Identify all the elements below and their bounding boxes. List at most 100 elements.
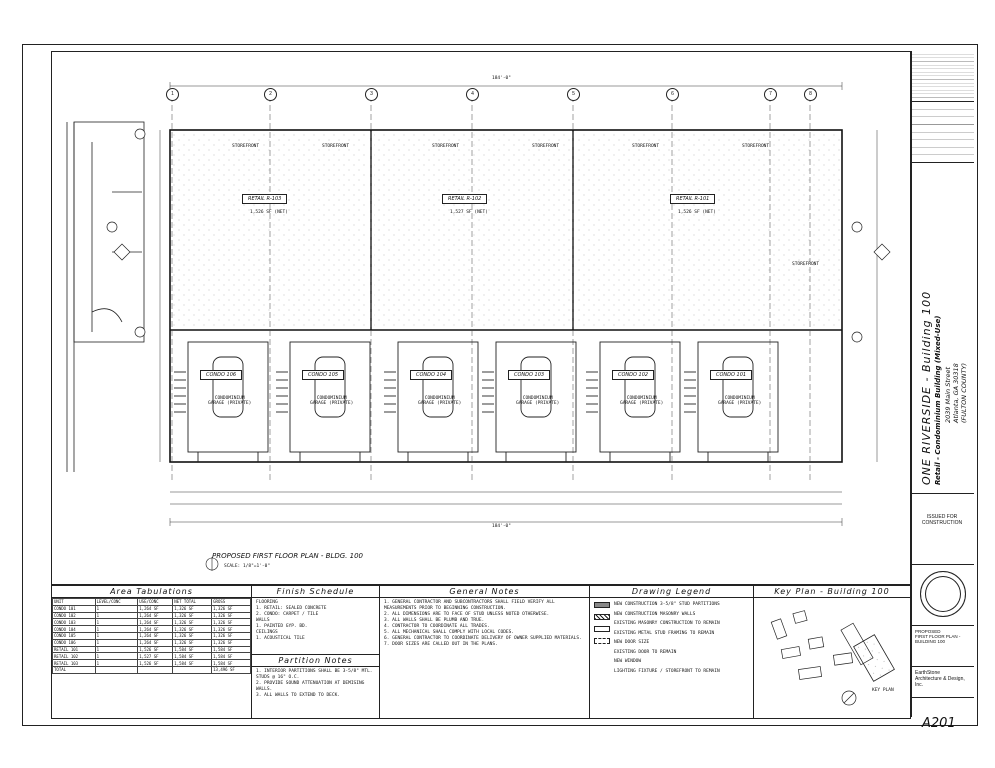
panel-title: Key Plan - Building 100 xyxy=(754,586,910,598)
table-cell: 1,264 SF xyxy=(137,631,174,640)
condo-unit-label: CONDO 106 xyxy=(200,370,243,380)
grid-bubble: 3 xyxy=(365,88,378,101)
plan-scale: SCALE: 1/8"=1'-0" xyxy=(224,564,271,569)
garage-label: CONDOMINIUM GARAGE (PRIVATE) xyxy=(310,396,354,406)
grid-bubble: 4 xyxy=(466,88,479,101)
sheet-title: PROPOSED FIRST FLOOR PLAN - BUILDING 100 xyxy=(915,629,961,644)
finish-text: FLOORING 1. RETAIL: SEALED CONCRETE 2. C… xyxy=(256,600,327,641)
table-cell: 1,326 SF xyxy=(172,618,213,627)
partition-text: 1. INTERIOR PARTITIONS SHALL BE 3-5/8" M… xyxy=(256,669,373,698)
panel-title: General Notes xyxy=(380,586,589,598)
retail-unit-label: RETAIL R-103 xyxy=(242,194,288,204)
finish-schedule-panel: Finish Schedule FLOORING 1. RETAIL: SEAL… xyxy=(252,586,380,718)
issue-block: ISSUED FOR CONSTRUCTION xyxy=(912,494,974,565)
panel-title: Drawing Legend xyxy=(590,586,753,598)
copyright-notes xyxy=(912,51,974,102)
table-cell: 1,326 SF xyxy=(172,611,213,620)
storefront-label: STOREFRONT xyxy=(792,262,820,267)
table-cell: 1 xyxy=(94,638,139,647)
area-header-cell: LEVEL/CONC xyxy=(94,598,139,606)
table-cell: 1,326 SF xyxy=(211,638,251,647)
table-cell: 1,326 SF xyxy=(172,638,213,647)
retail-unit-label: RETAIL R-102 xyxy=(442,194,488,204)
storefront-label: STOREFRONT xyxy=(432,144,460,149)
table-cell: 1 xyxy=(94,618,139,627)
architect-seal xyxy=(920,571,966,617)
storefront-label: STOREFRONT xyxy=(742,144,770,149)
table-cell: 1,326 SF xyxy=(172,604,213,613)
revisions-table xyxy=(912,102,974,163)
grid-bubble: 2 xyxy=(264,88,277,101)
condo-unit-label: CONDO 104 xyxy=(410,370,453,380)
project-subtitle: Retail - Condominium Building (Mixed-Use… xyxy=(934,315,942,485)
table-cell: 1,584 SF xyxy=(211,645,251,654)
table-cell: CONDO 101 xyxy=(52,604,96,613)
garage-label: CONDOMINIUM GARAGE (PRIVATE) xyxy=(620,396,664,406)
area-header-cell: UNIT xyxy=(52,598,96,606)
key-plan-label: KEY PLAN xyxy=(872,688,894,693)
area-header-cell: NET TOTAL xyxy=(172,598,213,606)
table-cell: 13,496 SF xyxy=(211,665,251,674)
project-title-area: ONE RIVERSIDE - Building 100 Retail - Co… xyxy=(912,163,974,494)
general-notes-panel: General Notes 1. GENERAL CONTRACTOR AND … xyxy=(380,586,590,718)
storefront-label: STOREFRONT xyxy=(232,144,260,149)
table-cell: 1,326 SF xyxy=(172,625,213,633)
sheet-number-block: A201 xyxy=(912,698,974,738)
table-cell: 1,326 SF xyxy=(211,618,251,627)
table-cell: 1,527 SF xyxy=(137,652,174,661)
table-cell: 1,526 SF xyxy=(137,645,174,654)
grid-bubble: 7 xyxy=(764,88,777,101)
area-header-cell: USE/CONC xyxy=(137,598,174,606)
table-cell xyxy=(137,665,174,674)
storefront-label: STOREFRONT xyxy=(322,144,350,149)
grid-bubble: 1 xyxy=(166,88,179,101)
table-cell: 1,526 SF xyxy=(137,659,174,667)
retail-unit-area: 1,527 SF (NET) xyxy=(450,210,488,215)
key-plan-panel: Key Plan - Building 100 xyxy=(754,586,910,718)
bottom-dimension: 184'-0" xyxy=(492,524,511,529)
table-cell: 1,264 SF xyxy=(137,611,174,620)
storefront-label: STOREFRONT xyxy=(532,144,560,149)
top-dimension: 184'-0" xyxy=(492,76,511,81)
table-cell: RETAIL 103 xyxy=(52,659,96,667)
table-cell: 1 xyxy=(94,652,139,661)
sheet-number: A201 xyxy=(922,716,956,731)
table-cell: CONDO 102 xyxy=(52,611,96,620)
table-cell: 1,326 SF xyxy=(211,604,251,613)
table-cell: TOTAL xyxy=(52,665,96,674)
condo-unit-label: CONDO 105 xyxy=(302,370,345,380)
table-cell: 1,584 SF xyxy=(172,659,213,667)
issued-label: ISSUED FOR CONSTRUCTION xyxy=(921,514,963,526)
table-cell: 1 xyxy=(94,625,139,633)
drawing-legend-panel: Drawing Legend NEW CONSTRUCTION 3-5/8" S… xyxy=(590,586,754,718)
retail-unit-area: 1,526 SF (NET) xyxy=(250,210,288,215)
table-cell: CONDO 105 xyxy=(52,631,96,640)
table-cell: 1,584 SF xyxy=(211,659,251,667)
legend-text: NEW CONSTRUCTION 3-5/8" STUD PARTITIONS … xyxy=(614,602,720,674)
retail-unit-label: RETAIL R-101 xyxy=(670,194,716,204)
condo-unit-label: CONDO 102 xyxy=(612,370,655,380)
firm-name: EarthStone Architecture & Design, Inc. xyxy=(915,670,965,688)
firm-block: EarthStone Architecture & Design, Inc. xyxy=(912,667,974,698)
retail-unit-area: 1,526 SF (NET) xyxy=(678,210,716,215)
table-cell: 1 xyxy=(94,659,139,667)
grid-bubble: 8 xyxy=(804,88,817,101)
table-cell: CONDO 103 xyxy=(52,618,96,627)
condo-unit-label: CONDO 103 xyxy=(508,370,551,380)
panel-title: Area Tabulations xyxy=(52,586,251,598)
panel-title: Partition Notes xyxy=(252,654,379,667)
grid-bubble: 5 xyxy=(567,88,580,101)
table-cell: 1 xyxy=(94,604,139,613)
storefront-label: STOREFRONT xyxy=(632,144,660,149)
seal-block xyxy=(912,565,974,626)
